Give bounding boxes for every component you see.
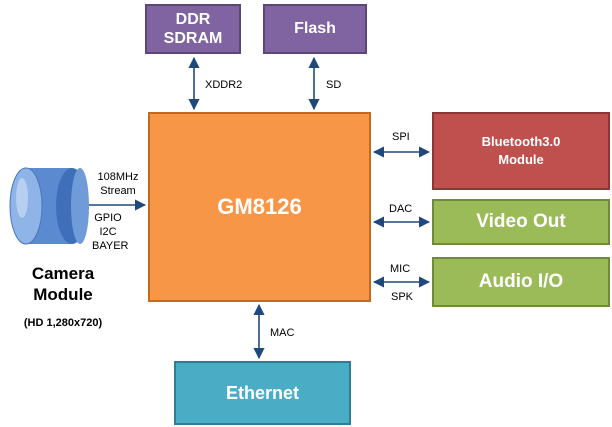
- xddr2-link-label: XDDR2: [205, 79, 243, 91]
- soc-label: GM8126: [217, 194, 302, 219]
- spi-link-label: SPI: [392, 131, 410, 143]
- bluetooth-label-line2: Module: [498, 152, 544, 167]
- audio-io-block: Audio I/O: [432, 257, 610, 307]
- camera-signal-clock: 108MHz: [97, 171, 139, 183]
- flash-label: Flash: [294, 20, 336, 37]
- camera-signal-gpio: GPIO: [94, 212, 122, 224]
- camera-title-line1: Camera: [31, 264, 95, 283]
- dac-link-label: DAC: [389, 203, 413, 215]
- camera-title-line2: Module: [33, 285, 93, 304]
- ddr-label-line2: SDRAM: [163, 30, 223, 47]
- video-out-label: Video Out: [476, 211, 566, 232]
- camera-signal-stream: Stream: [100, 185, 136, 197]
- camera-module-title: Camera Module: [8, 263, 118, 305]
- mic-link-label: MIC: [390, 263, 411, 275]
- ethernet-block: Ethernet: [174, 361, 351, 425]
- camera-lens-icon: [9, 167, 89, 245]
- camera-resolution: (HD 1,280x720): [23, 317, 103, 329]
- spk-link-label: SPK: [391, 291, 414, 303]
- camera-signal-i2c: I2C: [99, 226, 117, 238]
- ddr-sdram-block: DDR SDRAM: [145, 4, 241, 54]
- video-out-block: Video Out: [432, 199, 610, 245]
- flash-block: Flash: [263, 4, 367, 54]
- audio-io-label: Audio I/O: [478, 271, 564, 292]
- mac-link-label: MAC: [270, 327, 295, 339]
- soc-block: GM8126: [148, 112, 371, 302]
- camera-signal-bayer: BAYER: [92, 240, 129, 252]
- bluetooth-label-line1: Bluetooth3.0: [481, 134, 561, 149]
- ethernet-label: Ethernet: [225, 382, 299, 403]
- ddr-label-line1: DDR: [175, 11, 211, 28]
- bluetooth-module-block: Bluetooth3.0 Module: [432, 112, 610, 190]
- sd-link-label: SD: [326, 79, 342, 91]
